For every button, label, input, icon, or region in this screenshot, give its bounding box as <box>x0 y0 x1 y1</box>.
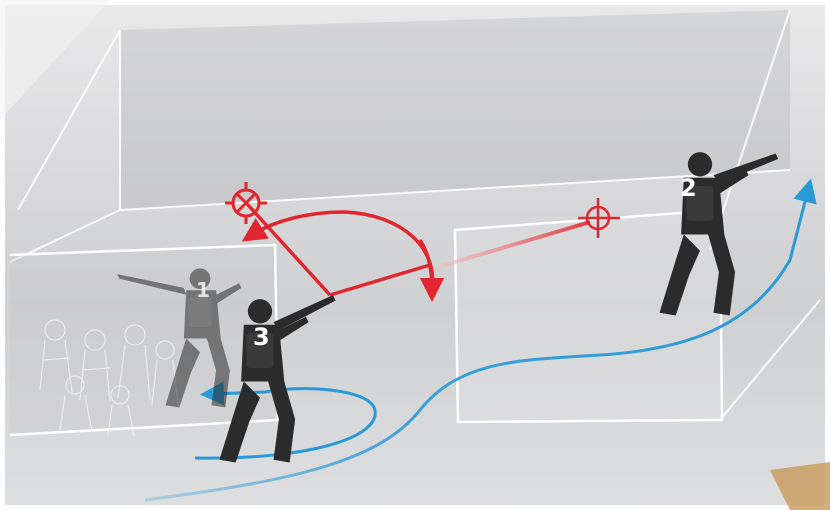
soldier-1-number: 1 <box>196 278 210 302</box>
soldier-2-number: 2 <box>680 174 697 202</box>
soldier-3-number: 3 <box>253 323 270 351</box>
